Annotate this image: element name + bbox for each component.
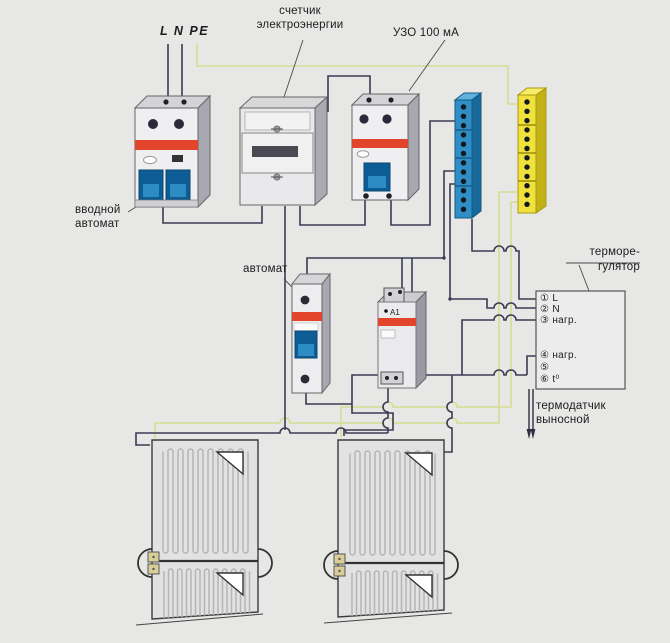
heating-panel-left <box>135 439 273 626</box>
contactor-terminal-block <box>380 371 404 385</box>
rcd-device <box>350 92 421 202</box>
meter-display <box>252 146 298 157</box>
breaker-toggle <box>138 169 191 201</box>
heating-element-coil <box>349 450 436 556</box>
panel-marker-triangle <box>404 574 433 599</box>
input-breaker <box>133 94 212 209</box>
panel-marker-triangle <box>215 572 244 597</box>
thermostat-terminal-2: ② N <box>540 304 560 315</box>
heating-element-coil <box>163 568 251 619</box>
pe-bus <box>516 87 548 214</box>
thermostat-terminal-6: ⑥ t⁰ <box>540 374 560 385</box>
rcd-toggle <box>363 162 391 192</box>
heating-element-coil <box>351 570 439 617</box>
panel-marker-triangle <box>215 451 244 476</box>
cable-loop <box>257 548 273 578</box>
red-stripe <box>378 318 416 326</box>
thermostat-terminal-1: ① L <box>540 293 559 304</box>
electricity-meter <box>238 95 329 207</box>
thermostat-terminal-3: ③ нагр. <box>540 315 577 326</box>
supply-label: L N PE <box>160 24 210 38</box>
red-stripe <box>352 139 408 148</box>
neutral-bus <box>453 91 483 220</box>
red-stripe <box>135 140 198 150</box>
thermostat-terminal-5: ⑤ <box>540 362 550 373</box>
cable-loop <box>323 550 339 580</box>
contactor-terminal-block <box>383 287 405 303</box>
thermoregulator-box <box>535 290 626 390</box>
contactor: A1 <box>376 287 428 390</box>
circuit-breaker <box>290 272 332 395</box>
sensor-label: термодатчик выносной <box>536 400 606 426</box>
power-wires <box>135 44 536 453</box>
panel-marker-triangle <box>404 452 433 477</box>
thermal-sensor-arrows <box>526 389 536 439</box>
breaker-label: автомат <box>243 263 288 275</box>
contactor-label: A1 <box>390 308 400 317</box>
heating-panel-right <box>323 439 459 624</box>
breaker-toggle <box>294 330 318 359</box>
rcd-label: УЗО 100 мА <box>393 27 459 39</box>
heating-element-coil <box>162 448 249 554</box>
thermostat-label: терморе- гулятор <box>589 246 640 273</box>
red-stripe <box>292 312 322 321</box>
tear-line <box>135 613 264 626</box>
tear-line <box>323 612 453 624</box>
cable-loop <box>443 550 459 580</box>
cable-loop <box>137 548 153 578</box>
thermostat-terminal-4: ④ нагр. <box>540 350 577 361</box>
input-breaker-label: вводной автомат <box>75 204 121 230</box>
meter-label: счетчик электроэнергии <box>256 5 344 31</box>
